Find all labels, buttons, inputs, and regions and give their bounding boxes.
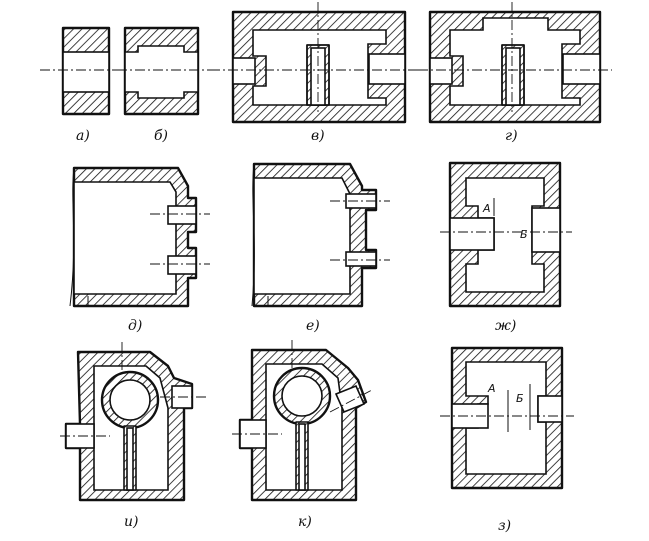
section-b: б) xyxy=(117,26,210,144)
section-v: в) xyxy=(210,2,420,144)
section-z: А Б з) xyxy=(440,346,574,534)
label-k: к) xyxy=(298,514,312,530)
dim-zh-B: Б xyxy=(520,228,528,241)
dim-z-B: Б xyxy=(516,392,524,405)
section-e: е) xyxy=(251,162,390,334)
section-a: а) xyxy=(40,26,120,144)
label-zh: ж) xyxy=(495,318,516,334)
label-g: г) xyxy=(505,128,518,144)
section-d: д) xyxy=(69,166,210,334)
label-a: а) xyxy=(76,128,90,144)
label-v: в) xyxy=(311,128,325,144)
label-i: и) xyxy=(124,514,138,530)
section-k: к) xyxy=(232,340,373,530)
dim-zh-A: А xyxy=(482,202,491,215)
dim-z-A: А xyxy=(487,382,496,395)
label-d: д) xyxy=(128,318,142,334)
section-i: и) xyxy=(60,342,206,530)
label-b: б) xyxy=(154,128,168,144)
label-e: е) xyxy=(306,318,320,334)
section-g: г) xyxy=(418,2,612,144)
label-z: з) xyxy=(498,518,511,534)
section-zh: А Б ж) xyxy=(440,161,572,334)
